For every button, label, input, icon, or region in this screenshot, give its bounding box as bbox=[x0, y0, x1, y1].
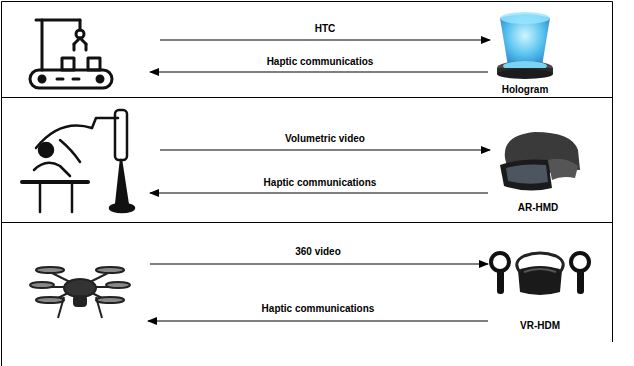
arrow-label: Haptic communications bbox=[262, 177, 379, 189]
surgical-robot-icon bbox=[22, 110, 134, 212]
hologram-icon bbox=[497, 12, 553, 79]
arrow-label: 360 video bbox=[293, 246, 343, 258]
arrows bbox=[148, 40, 490, 321]
drone-icon bbox=[30, 267, 130, 318]
device-node: AR-HMD bbox=[488, 126, 588, 214]
frame bbox=[2, 2, 613, 366]
arrow-label: Haptic communicatios bbox=[265, 56, 376, 68]
robot-arm-icon bbox=[30, 20, 112, 88]
arrow-label: Volumetric video bbox=[283, 133, 367, 145]
arrow-label: HTC bbox=[313, 23, 338, 35]
device-caption: VR-HDM bbox=[518, 320, 562, 332]
vr-headset-icon bbox=[491, 253, 589, 295]
arrow-label: Haptic communications bbox=[260, 303, 377, 315]
device-caption: Hologram bbox=[500, 84, 551, 96]
device-node: VR-HDM bbox=[490, 240, 590, 332]
device-node: Hologram bbox=[478, 10, 572, 96]
device-caption: AR-HMD bbox=[516, 202, 561, 214]
ar-headset-icon bbox=[500, 132, 580, 191]
